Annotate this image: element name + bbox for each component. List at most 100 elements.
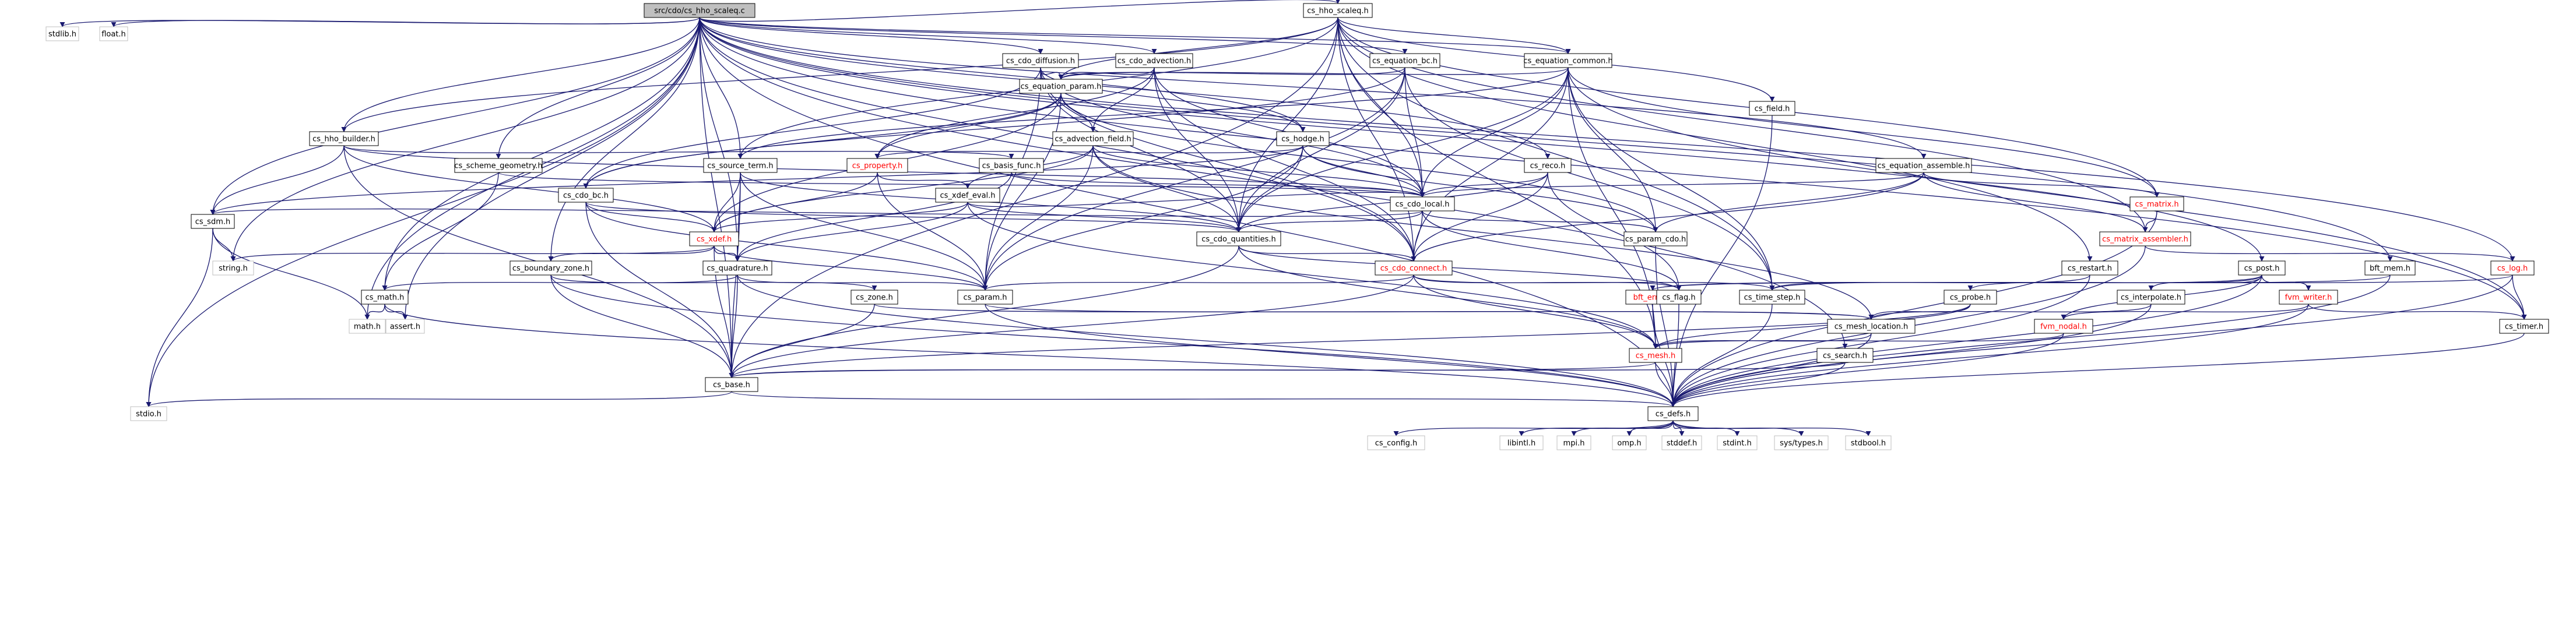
node-label: cs_math.h — [366, 294, 405, 302]
node-box — [1749, 101, 1795, 116]
graph-node-cs-interpolate-h[interactable]: cs_interpolate.h — [2117, 290, 2185, 305]
include-edge — [210, 208, 1423, 217]
include-edge — [1422, 210, 1682, 291]
graph-node-cs-param-h[interactable]: cs_param.h — [957, 290, 1013, 305]
graph-node-cs-timer-h[interactable]: cs_timer.h — [2499, 319, 2549, 334]
node-label: cs_cdo_advection.h — [1117, 57, 1192, 66]
node-label: cs_timer.h — [2505, 323, 2543, 332]
graph-node-cs-advection-field-h[interactable]: cs_advection_field.h — [1052, 131, 1134, 146]
include-edge — [1653, 172, 1924, 232]
graph-node-cs-cdo-advection-h[interactable]: cs_cdo_advection.h — [1115, 53, 1193, 68]
include-edge — [699, 17, 1408, 54]
include-edge — [1337, 17, 1658, 349]
graph-node-cs-cdo-diffusion-h[interactable]: cs_cdo_diffusion.h — [1002, 53, 1079, 68]
graph-node-sys-types-h: sys/types.h — [1774, 435, 1829, 450]
node-box — [1002, 53, 1079, 68]
include-edge — [982, 93, 1062, 291]
graph-node-cs-defs-h[interactable]: cs_defs.h — [1647, 406, 1699, 421]
graph-node-cs-flag-h[interactable]: cs_flag.h — [1656, 290, 1702, 305]
graph-node-cs-time-step-h[interactable]: cs_time_step.h — [1739, 290, 1805, 305]
graph-node-cs-field-h[interactable]: cs_field.h — [1749, 101, 1795, 116]
include-edge — [1653, 304, 1971, 349]
graph-node-cs-source-term-h[interactable]: cs_source_term.h — [703, 158, 778, 173]
node-label: cs_equation_bc.h — [1372, 57, 1438, 66]
graph-node-cs-cdo-bc-h[interactable]: cs_cdo_bc.h — [558, 188, 614, 203]
include-edge — [1670, 362, 1846, 407]
node-label: cs_basis_func.h — [982, 162, 1041, 171]
graph-node-stdlib-h: stdlib.h — [45, 26, 79, 41]
include-edge — [699, 17, 1551, 159]
graph-node-cs-hho-builder-h[interactable]: cs_hho_builder.h — [309, 131, 379, 146]
include-edge — [874, 67, 1155, 159]
node-box — [509, 260, 592, 276]
graph-node-cs-mesh-location-h[interactable]: cs_mesh_location.h — [1827, 319, 1916, 334]
graph-node-cs-cdo-quantities-h[interactable]: cs_cdo_quantities.h — [1196, 231, 1281, 246]
graph-node-cs-probe-h[interactable]: cs_probe.h — [1944, 290, 1997, 305]
include-edge — [737, 274, 988, 291]
graph-node-cs-hodge-h[interactable]: cs_hodge.h — [1276, 131, 1330, 146]
graph-node-cs-basis-func-h[interactable]: cs_basis_func.h — [979, 158, 1044, 173]
graph-node-bft-mem-h[interactable]: bft_mem.h — [2364, 260, 2416, 276]
node-label: cs_cdo_diffusion.h — [1006, 57, 1075, 66]
graph-node-cs-property-h[interactable]: cs_property.h — [846, 158, 908, 173]
include-edge — [382, 172, 499, 291]
graph-node-fvm-writer-h[interactable]: fvm_writer.h — [2279, 290, 2338, 305]
include-edge — [1238, 245, 1682, 291]
graph-node-cs-quadrature-h[interactable]: cs_quadrature.h — [702, 260, 772, 276]
node-label: cs_search.h — [1823, 352, 1867, 361]
graph-node-cs-base-h[interactable]: cs_base.h — [705, 377, 758, 392]
node-label: cs_matrix_assembler.h — [2102, 235, 2188, 244]
node-label: stdlib.h — [48, 30, 76, 39]
node-label: cs_cdo_local.h — [1396, 200, 1450, 209]
graph-node-cs-boundary-zone-h[interactable]: cs_boundary_zone.h — [509, 260, 592, 276]
graph-node-cs-math-h[interactable]: cs_math.h — [361, 290, 409, 305]
graph-node-cs-search-h[interactable]: cs_search.h — [1816, 348, 1874, 363]
include-edge — [737, 274, 1676, 407]
node-box — [1816, 348, 1874, 363]
graph-node-cs-equation-bc-h[interactable]: cs_equation_bc.h — [1369, 53, 1440, 68]
node-box — [454, 158, 543, 173]
node-label: cs_config.h — [1375, 439, 1418, 448]
include-edge — [1236, 17, 1338, 232]
include-edge — [1568, 67, 1658, 349]
node-box — [1623, 231, 1688, 246]
node-label: cs_reco.h — [1530, 162, 1566, 171]
graph-node-cs-sdm-h[interactable]: cs_sdm.h — [191, 214, 235, 229]
graph-node-cs-equation-common-h[interactable]: cs_equation_common.h — [1523, 53, 1613, 68]
include-edge — [1058, 17, 1338, 80]
graph-node-cs-cdo-local-h[interactable]: cs_cdo_local.h — [1390, 196, 1455, 211]
include-edge — [714, 245, 988, 291]
include-edge — [1670, 304, 1773, 407]
graph-node-cs-zone-h[interactable]: cs_zone.h — [851, 290, 898, 305]
graph-node-cs-matrix-h[interactable]: cs_matrix.h — [2129, 196, 2184, 211]
graph-node-cs-cdo-connect-h[interactable]: cs_cdo_connect.h — [1375, 260, 1453, 276]
include-edge — [1419, 172, 1548, 198]
include-edge — [212, 228, 370, 320]
node-box — [309, 131, 379, 146]
include-edge — [585, 202, 1242, 232]
graph-node-cs-hho-scaleq-h[interactable]: cs_hho_scaleq.h — [1303, 3, 1373, 18]
node-box — [2034, 319, 2093, 334]
graph-node-cs-matrix-assembler-h[interactable]: cs_matrix_assembler.h — [2099, 231, 2191, 246]
graph-node-cs-post-h[interactable]: cs_post.h — [2238, 260, 2286, 276]
node-box — [385, 319, 425, 334]
graph-node-cs-scheme-geometry-h[interactable]: cs_scheme_geometry.h — [454, 158, 543, 173]
graph-node-cs-param-cdo-h[interactable]: cs_param_cdo.h — [1623, 231, 1688, 246]
include-edge — [402, 17, 700, 320]
graph-node-cs-log-h[interactable]: cs_log.h — [2490, 260, 2535, 276]
graph-node-cs-restart-h[interactable]: cs_restart.h — [2061, 260, 2118, 276]
include-edge — [1092, 145, 1425, 198]
node-box — [1196, 231, 1281, 246]
graph-node-cs-equation-assemble-h[interactable]: cs_equation_assemble.h — [1875, 158, 1972, 173]
include-edge — [982, 67, 1041, 291]
graph-node-float-h: float.h — [99, 26, 128, 41]
include-edge — [1060, 93, 1658, 232]
graph-node-cs-xdef-h[interactable]: cs_xdef.h — [689, 231, 739, 246]
graph-node-cs-mesh-h[interactable]: cs_mesh.h — [1629, 348, 1682, 363]
graph-node-cs-reco-h[interactable]: cs_reco.h — [1524, 158, 1572, 173]
graph-node-fvm-nodal-h[interactable]: fvm_nodal.h — [2034, 319, 2093, 334]
graph-node-cs-equation-param-h[interactable]: cs_equation_param.h — [1019, 79, 1103, 94]
graph-node-root[interactable]: src/cdo/cs_hho_scaleq.c — [644, 3, 755, 18]
node-label: stdint.h — [1723, 439, 1751, 448]
graph-node-cs-xdef-eval-h[interactable]: cs_xdef_eval.h — [935, 188, 1000, 203]
